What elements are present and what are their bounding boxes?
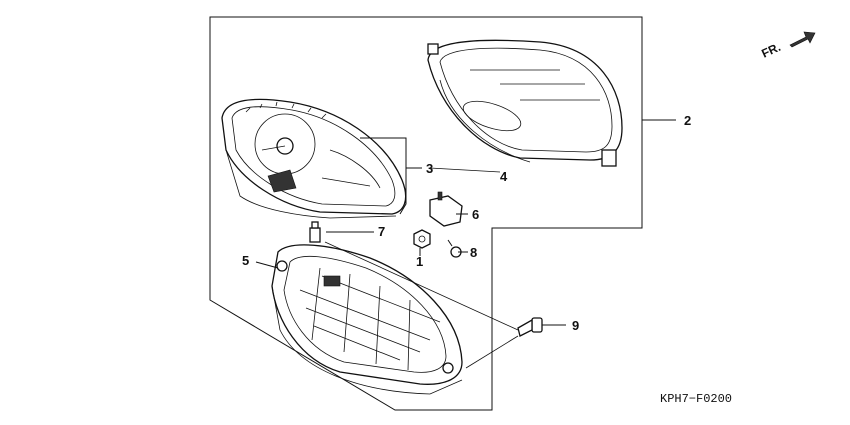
socket-part: [309, 221, 321, 243]
callout-7: 7: [378, 224, 385, 239]
nut-part: [413, 229, 431, 249]
screw-part: [447, 239, 462, 258]
callout-1: 1: [416, 254, 423, 269]
arrow-icon: [789, 31, 816, 48]
front-direction-indicator: FR.: [759, 31, 816, 61]
callout-2: 2: [684, 113, 691, 128]
assembly-frame: [209, 16, 643, 411]
bracket-part: [429, 191, 463, 227]
meter-lens-part: [427, 39, 623, 167]
direction-label: FR.: [759, 40, 782, 61]
callout-9: 9: [572, 318, 579, 333]
callout-3: 3: [426, 161, 433, 176]
callout-5: 5: [242, 253, 249, 268]
leader-lines: [255, 119, 676, 369]
callouts: 2 3 4 6 7 1 8 5 9: [242, 113, 691, 333]
callout-4: 4: [500, 169, 508, 184]
diagram-code: KPH7−F0200: [660, 392, 732, 406]
meter-face-part: [221, 98, 407, 219]
callout-6: 6: [472, 207, 479, 222]
callout-8: 8: [470, 245, 477, 260]
meter-case-part: [271, 244, 463, 395]
tapping-screw-part: [517, 317, 543, 337]
